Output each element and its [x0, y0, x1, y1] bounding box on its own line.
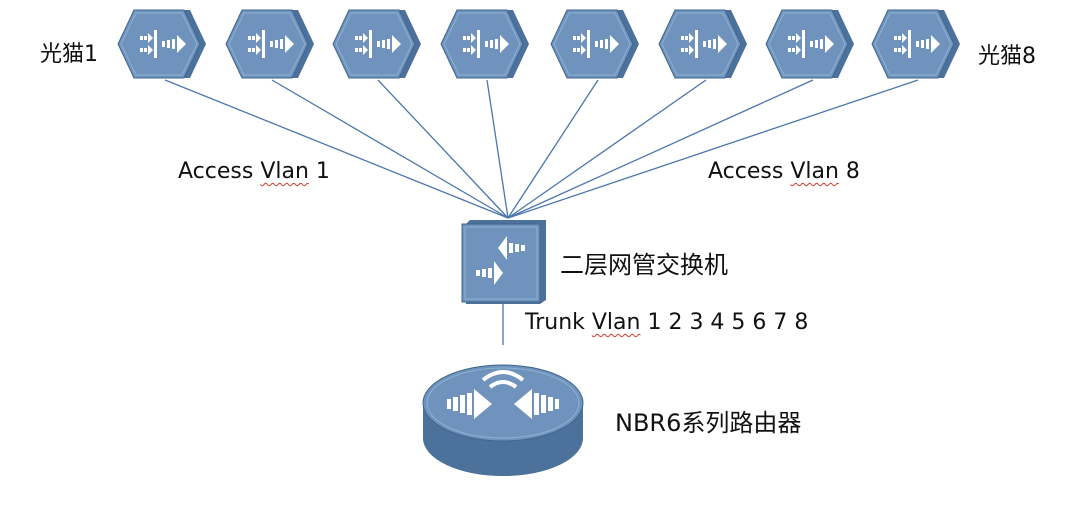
optical-modem-icon-5 — [550, 9, 640, 79]
optical-modem-icon-8 — [871, 9, 961, 79]
link-modem-8 — [507, 79, 919, 219]
access-vlan-8-number: 8 — [838, 159, 860, 184]
trunk-word: Vlan — [591, 310, 641, 335]
optical-modem-icon-6 — [658, 9, 748, 79]
access-vlan-8-word: Vlan — [790, 159, 839, 184]
access-vlan-8-prefix: Access — [708, 159, 791, 184]
trunk-vlan-list: 1 2 3 4 5 6 7 8 — [640, 310, 809, 335]
router-icon — [422, 364, 584, 476]
access-vlan-1-prefix: Access — [178, 159, 261, 184]
optical-modem-icon-3 — [332, 9, 422, 79]
link-modem-7 — [507, 79, 814, 219]
link-modem-5 — [507, 79, 599, 219]
router-label: NBR6系列路由器 — [615, 409, 802, 437]
switch-label: 二层网管交换机 — [560, 251, 728, 279]
access-vlan-1-word: Vlan — [260, 159, 309, 184]
link-modem-1 — [164, 79, 509, 219]
modem-8-label: 光猫8 — [978, 44, 1036, 69]
optical-modem-icon-2 — [225, 9, 315, 79]
trunk-prefix: Trunk — [525, 310, 592, 335]
trunk-vlan-label: Trunk Vlan 1 2 3 4 5 6 7 8 — [525, 310, 808, 335]
access-vlan-8-label: Access Vlan 8 — [708, 159, 860, 184]
optical-modem-icon-4 — [440, 9, 530, 79]
optical-modem-icon-7 — [765, 9, 855, 79]
link-modem-4 — [486, 79, 509, 219]
link-modem-2 — [271, 79, 509, 219]
optical-modem-icon-1 — [117, 9, 207, 79]
link-modem-3 — [377, 79, 509, 219]
layer2-switch-icon — [461, 220, 546, 304]
access-vlan-1-number: 1 — [308, 159, 330, 184]
access-vlan-1-label: Access Vlan 1 — [178, 159, 330, 184]
modem-1-label: 光猫1 — [40, 42, 98, 67]
link-modem-6 — [507, 79, 707, 219]
